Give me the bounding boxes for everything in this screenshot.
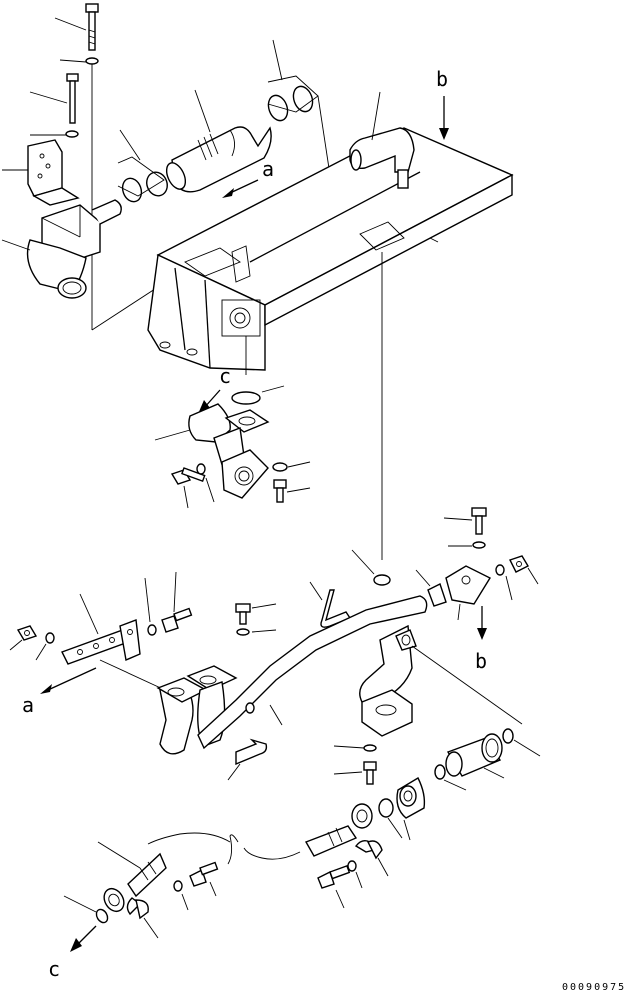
bolt-washer-mid [272,462,288,503]
mounting-bracket [27,139,80,206]
left-washer [45,632,55,644]
elbow-pipe [26,199,122,299]
o-ring-left [95,908,109,924]
o-ring-fitting [378,798,394,818]
small-bolt-mid [170,463,206,485]
right-nut [509,555,529,573]
bolt-hose-right [317,860,357,889]
view-label-b: b [436,67,448,91]
left-bolt-mid [147,607,193,636]
hose-fitting-left [103,852,167,913]
main-frame [147,127,514,371]
drawing-number: 00090975 [562,982,626,993]
pipe-coupling [396,777,426,819]
flange-elbow [188,403,270,499]
o-ring-end [502,728,514,744]
view-label-c-bottom: c [48,957,60,981]
bolt-washer-center [235,603,251,636]
left-nut [16,625,38,641]
main-tube [156,595,428,755]
o-ring-small [434,764,446,780]
rubber-hose [165,126,272,193]
flange-block [361,629,417,737]
view-label-a-bottom: a [22,693,34,717]
u-bolt-top [320,589,352,628]
view-label-c-top: c [219,364,231,388]
right-bolt [471,507,487,549]
o-ring-right [373,574,391,586]
bolt-washer-lower [363,744,377,785]
o-ring [231,391,261,405]
hose-clamp-2 [267,85,314,122]
u-bolt-bottom [235,738,268,766]
left-long-bracket [61,619,141,665]
split-clamp-right [354,839,383,860]
view-label-a: a [262,157,274,181]
view-label-b-bottom: b [475,649,487,673]
hose-fitting-right [304,803,373,857]
hose-clamp [121,171,168,203]
frame-elbow [349,127,415,189]
right-bracket [427,565,491,607]
bracket-bolt [65,73,79,138]
right-washer [495,564,505,576]
bolt-hose-left [173,861,219,892]
split-clamp-left [126,897,149,920]
adapter-sleeve [445,733,503,777]
